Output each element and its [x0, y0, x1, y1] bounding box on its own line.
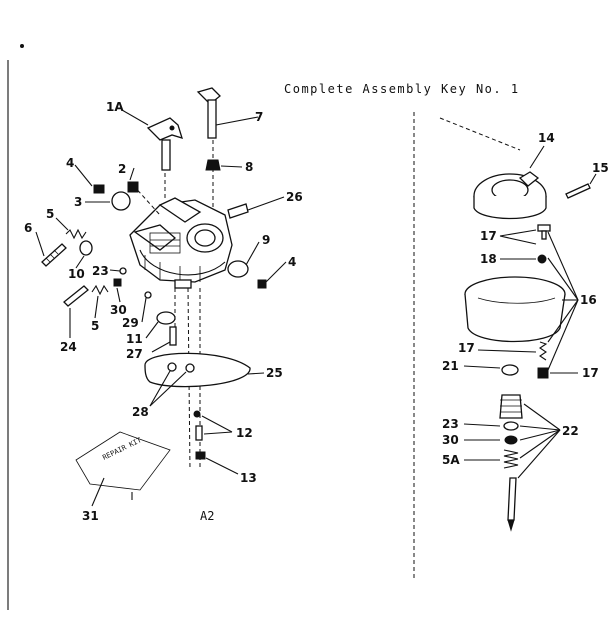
part-5a-spring: [503, 449, 519, 469]
part-labels: 1A 7 2 8 4 26 3 5 6 9 10 23 4 30 29 5 11…: [24, 100, 608, 523]
part-17-nut: [537, 367, 549, 379]
label-1a: 1A: [106, 100, 124, 114]
label-17-top: 17: [480, 229, 497, 243]
divider-leader: [439, 117, 521, 151]
label-27: 27: [126, 347, 143, 361]
label-5a: 5A: [442, 453, 460, 467]
label-23-right: 23: [442, 417, 459, 431]
label-26: 26: [286, 190, 303, 204]
label-18: 18: [480, 252, 497, 266]
label-12: 12: [236, 426, 253, 440]
part-8-nut: [205, 159, 221, 171]
label-16: 16: [580, 293, 597, 307]
right-assembly: [464, 171, 591, 532]
label-30: 30: [110, 303, 127, 317]
label-17-right: 17: [582, 366, 599, 380]
part-28-float-a: [167, 362, 177, 372]
label-15: 15: [592, 161, 608, 175]
label-24: 24: [60, 340, 77, 354]
label-8: 8: [245, 160, 253, 174]
part-23-washer: [119, 267, 127, 275]
label-13: 13: [240, 471, 257, 485]
label-2: 2: [118, 162, 126, 176]
part-21-washer: [501, 364, 519, 376]
part-13-bolt: [195, 451, 206, 460]
part-28-float-b: [185, 363, 195, 373]
part-31-repair-kit: REPAIR KIT: [75, 431, 171, 500]
label-5-upper: 5: [46, 207, 54, 221]
caption-a2: A2: [200, 509, 214, 523]
part-2-seal: [127, 181, 139, 193]
part-15-pin: [565, 183, 591, 199]
part-26-fitting: [227, 203, 249, 219]
label-4-top: 4: [66, 156, 74, 170]
part-22-needle: [507, 477, 517, 521]
label-31: 31: [82, 509, 99, 523]
label-5-lower: 5: [91, 319, 99, 333]
label-4-right: 4: [288, 255, 296, 269]
label-7: 7: [255, 110, 263, 124]
part-11-pin: [156, 311, 176, 325]
carburetor-assembly: [129, 140, 233, 471]
part-5-spring-lower: [91, 284, 109, 296]
part-7-choke-shaft: [196, 87, 221, 139]
corner-dot: [20, 44, 24, 48]
label-25: 25: [266, 366, 283, 380]
label-14: 14: [538, 131, 555, 145]
part-1a-lever: [146, 117, 183, 171]
part-6-needle: [41, 243, 67, 267]
part-12-washer: [193, 410, 201, 418]
part-10-ring: [79, 240, 93, 256]
part-4-screw-top: [93, 184, 105, 194]
assembly-title: Complete Assembly Key No. 1: [284, 82, 520, 96]
label-10: 10: [68, 267, 85, 281]
label-11: 11: [126, 332, 143, 346]
part-29-screw: [144, 291, 152, 299]
part-12-nozzle: [195, 425, 203, 441]
part-30-ring: [504, 435, 518, 445]
label-6: 6: [24, 221, 32, 235]
part-22-fitting: [499, 394, 523, 419]
label-21: 21: [442, 359, 459, 373]
part-9-choke-plate: [227, 260, 249, 278]
label-28: 28: [132, 405, 149, 419]
label-30-right: 30: [442, 433, 459, 447]
part-23-ring: [503, 421, 519, 431]
part-16-body: [464, 293, 566, 343]
label-3: 3: [74, 195, 82, 209]
part-24-needle: [63, 285, 89, 307]
part-17-spring: [539, 341, 548, 361]
part-30-oring: [113, 278, 122, 287]
part-4-screw-right: [257, 279, 267, 289]
label-23: 23: [92, 264, 109, 278]
part-17-screw-top: [537, 224, 551, 232]
part-3-throttle-plate: [111, 191, 131, 211]
part-27-valve: [169, 326, 177, 346]
label-17-mid: 17: [458, 341, 475, 355]
label-22: 22: [562, 424, 579, 438]
label-29: 29: [122, 316, 139, 330]
leader-lines: [35, 109, 597, 507]
label-9: 9: [262, 233, 270, 247]
part-25-gasket: [144, 352, 251, 388]
part-5-spring-upper: [65, 228, 87, 240]
part-18-washer: [537, 254, 547, 264]
